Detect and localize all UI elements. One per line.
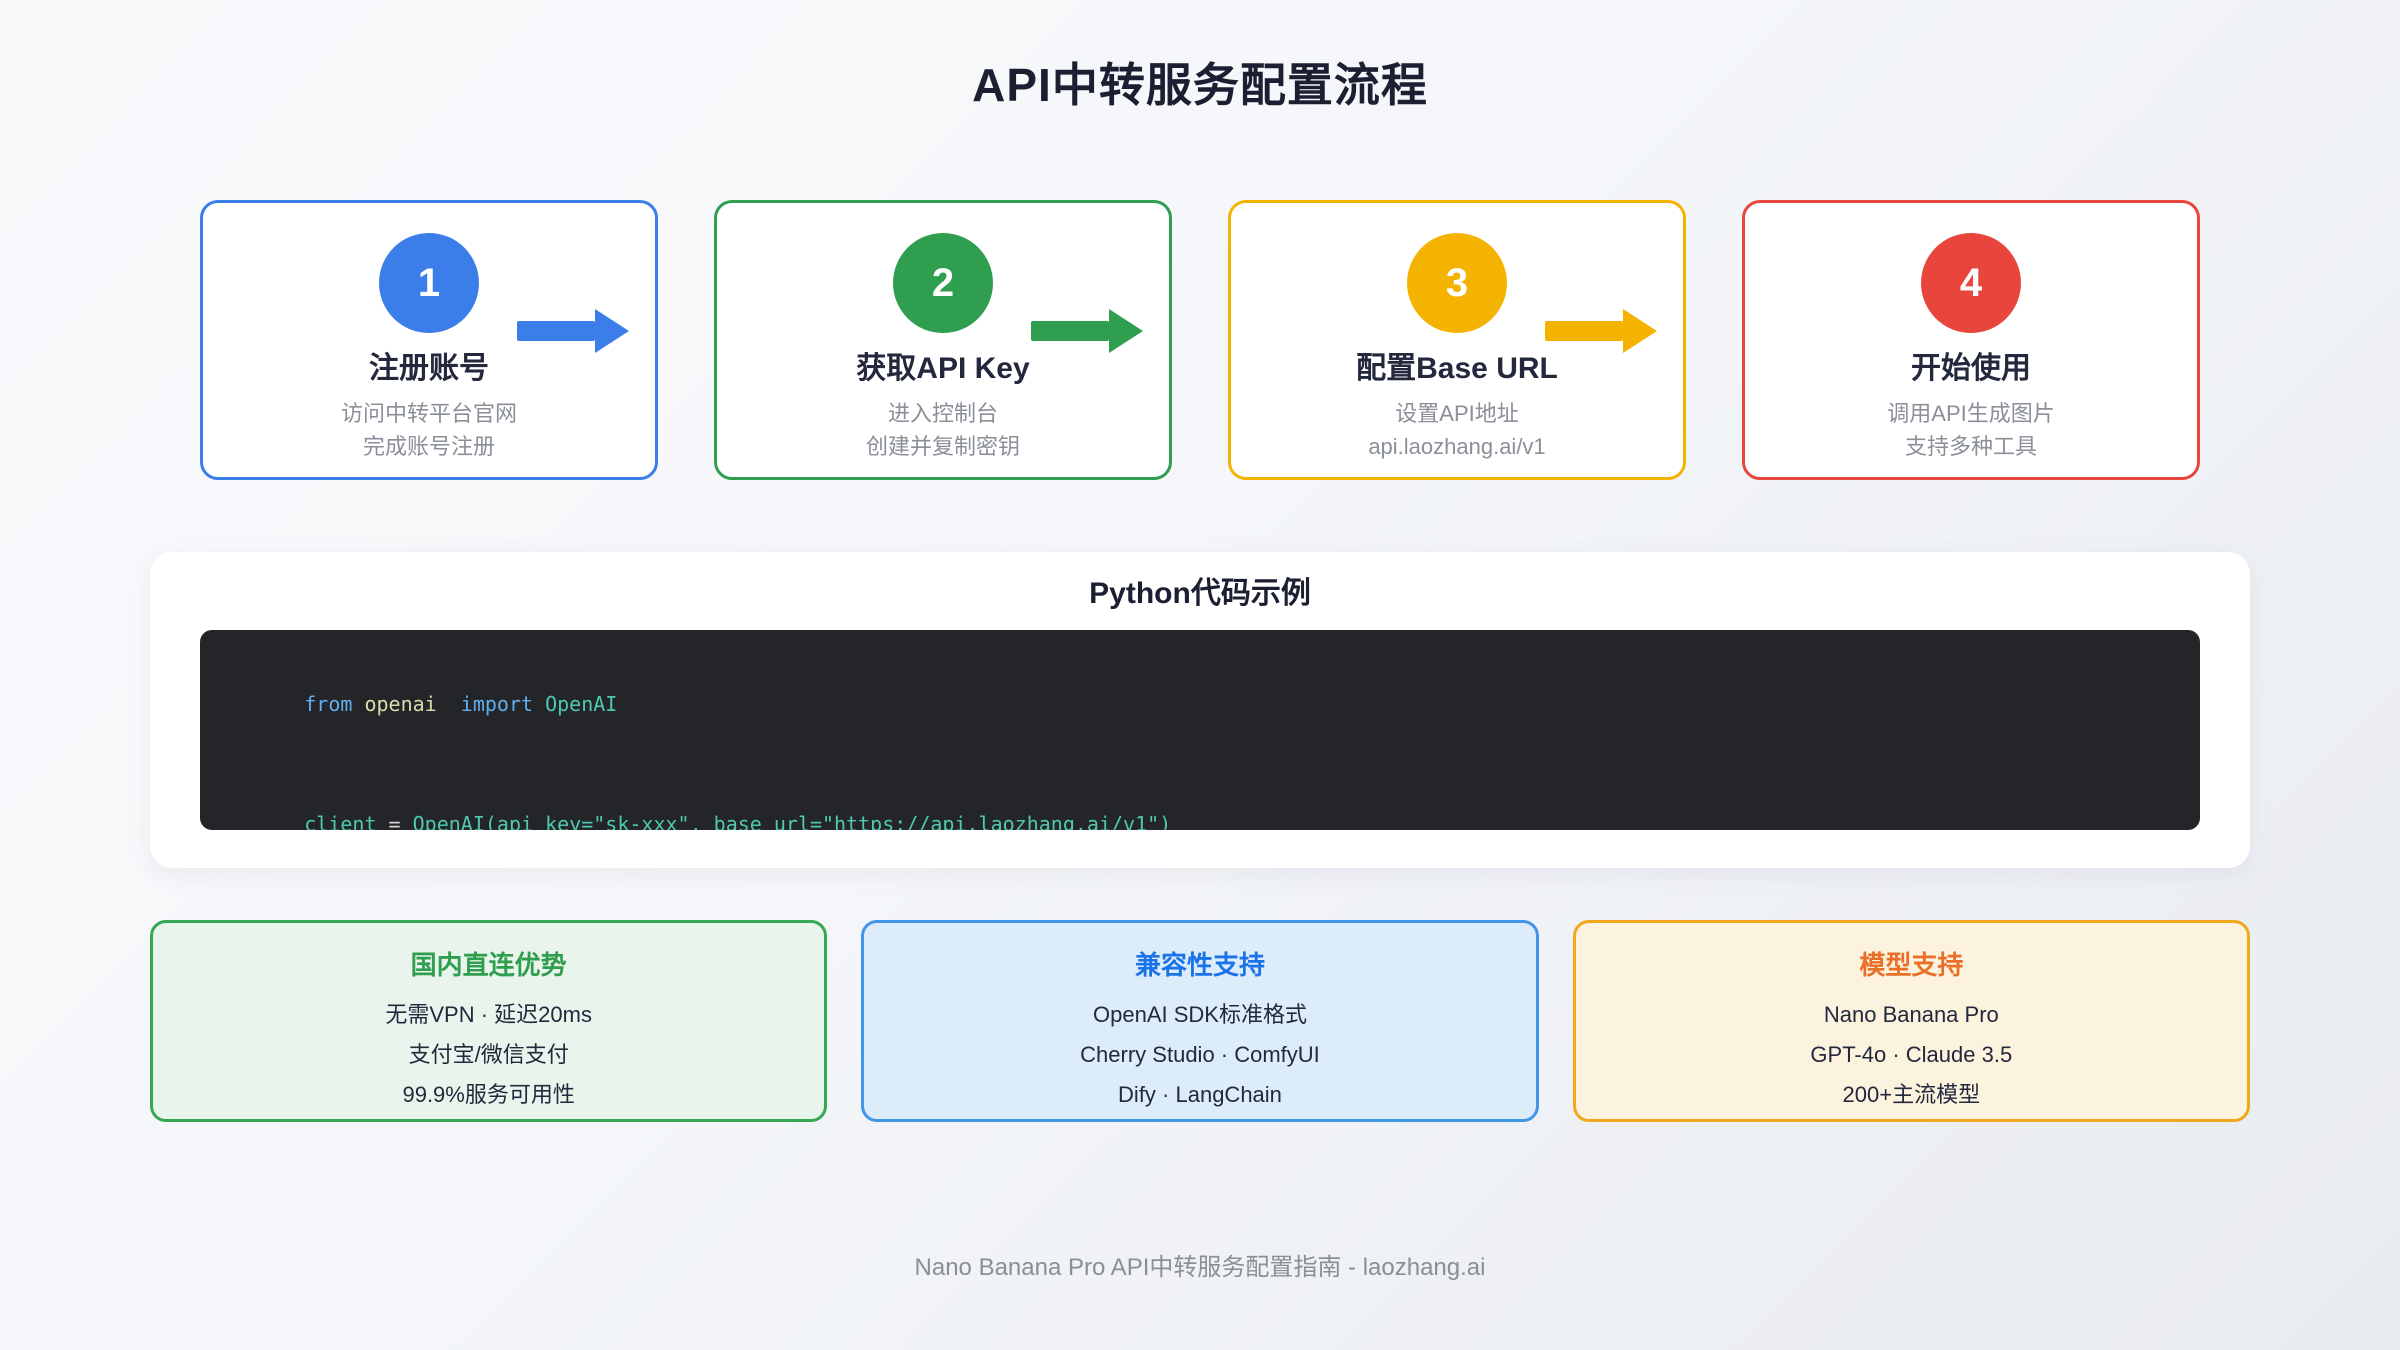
feature-line: 支付宝/微信支付 — [408, 1042, 569, 1067]
step-title: 注册账号 — [369, 352, 489, 385]
arrow-shaft — [1031, 321, 1109, 341]
step-title: 获取API Key — [856, 352, 1030, 385]
step-card-base-url: 3 配置Base URL 设置API地址 api.laozhang.ai/v1 — [1228, 200, 1686, 480]
code-line: client = OpenAI(api_key="sk-xxx", base_u… — [232, 764, 2168, 830]
feature-title: 模型支持 — [1859, 950, 1964, 980]
page-title: API中转服务配置流程 — [972, 59, 1428, 111]
footer-caption: Nano Banana Pro API中转服务配置指南 - laozhang.a… — [914, 1254, 1486, 1281]
feature-card-models: 模型支持 Nano Banana Pro GPT-4o · Claude 3.5… — [1572, 920, 2250, 1122]
steps-row: 1 注册账号 访问中转平台官网 完成账号注册 2 获取API Key 进入控制台… — [200, 200, 2200, 480]
feature-line: Dify · LangChain — [1118, 1082, 1282, 1107]
feature-card-compatibility: 兼容性支持 OpenAI SDK标准格式 Cherry Studio · Com… — [861, 920, 1539, 1122]
step-description: 调用API生成图片 支持多种工具 — [1745, 397, 2197, 463]
code-block: from openai import OpenAI client = OpenA… — [200, 630, 2200, 830]
step-card-start-using: 4 开始使用 调用API生成图片 支持多种工具 — [1742, 200, 2200, 480]
step-title: 开始使用 — [1911, 352, 2031, 385]
step-description: 访问中转平台官网 完成账号注册 — [203, 397, 655, 463]
arrow-right-icon — [517, 309, 629, 353]
arrow-right-icon — [1545, 309, 1657, 353]
feature-line: Nano Banana Pro — [1823, 1002, 1999, 1027]
feature-lines: OpenAI SDK标准格式 Cherry Studio · ComfyUI D… — [864, 995, 1535, 1115]
step-card-api-key: 2 获取API Key 进入控制台 创建并复制密钥 — [714, 200, 1172, 480]
feature-line: OpenAI SDK标准格式 — [1093, 1002, 1307, 1027]
feature-title: 兼容性支持 — [1134, 950, 1265, 980]
feature-line: 200+主流模型 — [1842, 1082, 1981, 1107]
step-number-badge: 1 — [379, 233, 479, 333]
step-description-line: api.laozhang.ai/v1 — [1368, 434, 1546, 459]
features-row: 国内直连优势 无需VPN · 延迟20ms 支付宝/微信支付 99.9%服务可用… — [150, 920, 2250, 1122]
step-description-line: 进入控制台 — [887, 401, 998, 426]
arrow-shaft — [517, 321, 595, 341]
code-token: openai — [364, 692, 449, 716]
arrow-head — [1109, 309, 1143, 353]
step-number-badge: 4 — [1921, 233, 2021, 333]
arrow-shaft — [1545, 321, 1623, 341]
feature-line: Cherry Studio · ComfyUI — [1080, 1042, 1320, 1067]
step-description: 设置API地址 api.laozhang.ai/v1 — [1231, 397, 1683, 463]
arrow-right-icon — [1031, 309, 1143, 353]
step-number-badge: 2 — [893, 233, 993, 333]
code-token: OpenAI(api_key="sk-xxx", base_url="https… — [412, 812, 1172, 830]
step-description-line: 支持多种工具 — [1904, 434, 2037, 459]
step-card-register: 1 注册账号 访问中转平台官网 完成账号注册 — [200, 200, 658, 480]
step-number-badge: 3 — [1407, 233, 1507, 333]
arrow-head — [595, 309, 629, 353]
code-token: from — [304, 692, 365, 716]
step-description: 进入控制台 创建并复制密钥 — [717, 397, 1169, 463]
step-title: 配置Base URL — [1356, 352, 1558, 385]
feature-card-domestic-connection: 国内直连优势 无需VPN · 延迟20ms 支付宝/微信支付 99.9%服务可用… — [150, 920, 828, 1122]
step-description-line: 完成账号注册 — [362, 434, 495, 459]
feature-title: 国内直连优势 — [410, 950, 567, 980]
arrow-head — [1623, 309, 1657, 353]
code-example-title: Python代码示例 — [1089, 577, 1311, 610]
code-line: from openai import OpenAI — [232, 644, 2168, 764]
code-example-panel: Python代码示例 from openai import OpenAI cli… — [150, 552, 2250, 868]
step-description-line: 创建并复制密钥 — [865, 434, 1020, 459]
feature-lines: 无需VPN · 延迟20ms 支付宝/微信支付 99.9%服务可用性 — [153, 995, 824, 1115]
code-token: OpenAI — [545, 692, 618, 716]
feature-line: GPT-4o · Claude 3.5 — [1810, 1042, 2013, 1067]
feature-lines: Nano Banana Pro GPT-4o · Claude 3.5 200+… — [1576, 995, 2247, 1115]
step-description-line: 调用API生成图片 — [1887, 401, 2055, 426]
code-token: = — [376, 812, 413, 830]
code-token: client — [304, 812, 377, 830]
feature-line: 无需VPN · 延迟20ms — [385, 1002, 592, 1027]
code-token: import — [448, 692, 546, 716]
step-description-line: 访问中转平台官网 — [340, 401, 517, 426]
feature-line: 99.9%服务可用性 — [402, 1082, 575, 1107]
step-description-line: 设置API地址 — [1395, 401, 1519, 426]
